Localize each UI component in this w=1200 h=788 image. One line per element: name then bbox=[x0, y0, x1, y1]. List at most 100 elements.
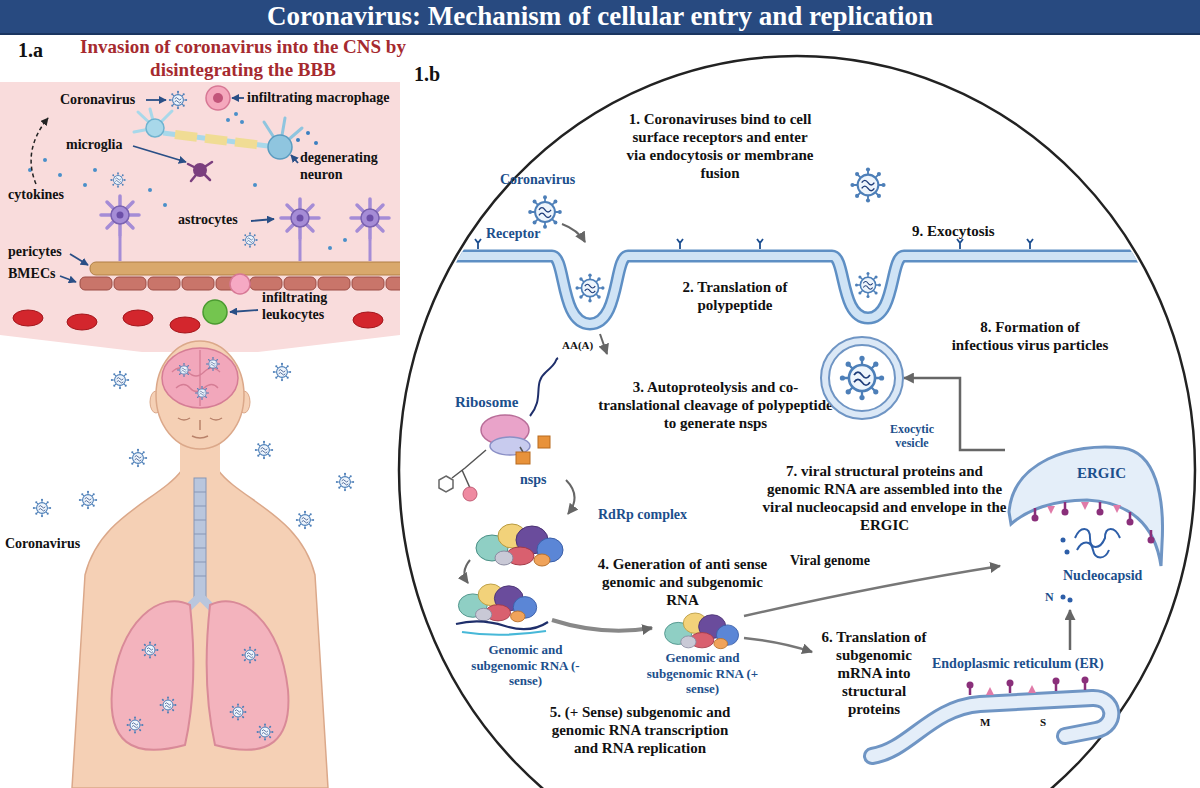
cell-label: BMECs bbox=[8, 266, 55, 283]
brain-scene-part-part bbox=[328, 246, 332, 250]
human-figure-part bbox=[142, 642, 159, 659]
replication-panel-part bbox=[840, 356, 884, 400]
human-figure-part bbox=[255, 441, 273, 459]
brain-scene-part-part bbox=[114, 277, 146, 290]
replication-panel-part bbox=[530, 358, 558, 416]
brain-scene-part-part bbox=[351, 199, 389, 239]
brain-scene-part-part bbox=[296, 138, 300, 142]
brain-scene-part-part bbox=[352, 277, 384, 290]
node-shape-part bbox=[1082, 677, 1089, 684]
human-figure-part bbox=[195, 386, 209, 400]
virus-label: Coronavirus bbox=[500, 172, 575, 189]
brain-scene-part-part bbox=[234, 112, 238, 116]
brain-scene-part bbox=[230, 310, 258, 312]
human-figure-part bbox=[33, 499, 51, 517]
brain-scene-part-part bbox=[93, 168, 97, 172]
brain-scene-part-part bbox=[83, 183, 87, 187]
human-figure-part bbox=[194, 492, 206, 576]
brain-scene-part-part bbox=[169, 91, 187, 109]
human-figure-part bbox=[129, 449, 147, 467]
arrow-label: Viral genome bbox=[790, 553, 870, 570]
brain-scene-part-part bbox=[175, 135, 257, 145]
node-shape-part bbox=[872, 698, 1111, 756]
human-figure-part bbox=[79, 491, 97, 509]
human-figure-part bbox=[111, 371, 129, 389]
replication-panel-part-part bbox=[380, 256, 1200, 324]
brain-scene-part-part bbox=[343, 238, 347, 242]
replication-panel-part bbox=[575, 273, 604, 302]
brain-scene-part-part bbox=[80, 277, 112, 290]
node-shape-part bbox=[1062, 509, 1069, 516]
compartment-label: Endoplasmic reticulum (ER) bbox=[932, 656, 1104, 673]
human-figure-part bbox=[160, 697, 177, 714]
vesicle-node: Exocytic vesicle bbox=[820, 336, 904, 420]
brain-scene-part-part bbox=[242, 232, 257, 247]
human-figure-part bbox=[206, 357, 220, 371]
replication-panel-part bbox=[475, 239, 1033, 249]
replication-panel-part bbox=[399, 56, 1195, 788]
step-text: 1. Coronaviruses bind to cell surface re… bbox=[625, 110, 815, 182]
ergic-node: ERGICNucleocapsidN bbox=[1005, 440, 1165, 610]
node-shape-part bbox=[1068, 598, 1073, 603]
virus-label: Coronavirus bbox=[5, 536, 80, 553]
protein-letter: S bbox=[1040, 716, 1046, 729]
receptor-label: Receptor bbox=[486, 226, 540, 243]
er-node: Endoplasmic reticulum (ER)MS bbox=[860, 650, 1120, 765]
step-text: 3. Autoproteolysis and co-translational … bbox=[598, 378, 833, 432]
brain-scene-part-part bbox=[268, 135, 292, 159]
brain-scene-part-part bbox=[148, 277, 180, 290]
brain-scene-part-part bbox=[253, 183, 257, 187]
replication-panel-part bbox=[476, 524, 563, 566]
node-shape-part bbox=[1075, 529, 1120, 558]
replication-panel-part-part bbox=[380, 256, 1200, 324]
node-shape-part bbox=[1007, 680, 1014, 687]
replication-panel-part bbox=[538, 436, 550, 448]
brain-scene-part bbox=[70, 254, 88, 265]
node-shape-part bbox=[1061, 538, 1066, 543]
node-shape-part bbox=[1148, 537, 1155, 544]
flow-arrow bbox=[1069, 610, 1072, 650]
brain-scene-part-part bbox=[163, 203, 167, 207]
node-shape-part bbox=[1061, 595, 1066, 600]
cell-label: cytokines bbox=[8, 187, 64, 204]
brain-scene-part-part bbox=[182, 277, 214, 290]
node-shape-part bbox=[1047, 506, 1055, 514]
brain-scene-part-part bbox=[281, 199, 319, 239]
human-figure-part bbox=[273, 363, 291, 381]
node-shape-part bbox=[1032, 515, 1039, 522]
brain-scene-part-part bbox=[123, 310, 153, 326]
panel-number: 1.a bbox=[18, 38, 43, 62]
brain-scene-part-part bbox=[226, 118, 230, 122]
human-figure-part bbox=[156, 341, 244, 449]
brain-scene bbox=[0, 82, 418, 352]
panel-number: 1.b bbox=[414, 62, 440, 86]
compartment-label: ERGIC bbox=[1077, 464, 1126, 482]
title-band: Coronavirus: Mechanism of cellular entry… bbox=[0, 0, 1200, 35]
brain-scene-part-part bbox=[306, 131, 310, 135]
cell-label: Coronavirus bbox=[60, 92, 135, 109]
vesicle-label: Exocytic vesicle bbox=[878, 422, 946, 451]
cell-label: pericytes bbox=[8, 244, 62, 261]
brain-scene-part bbox=[291, 155, 298, 163]
step-text: 2. Translation of polypeptide bbox=[660, 278, 810, 314]
node-shape-part bbox=[970, 683, 1085, 695]
brain-scene-part bbox=[232, 97, 244, 99]
node-shape-part bbox=[1081, 502, 1089, 510]
brain-scene-part bbox=[13, 86, 400, 333]
human-figure-part bbox=[336, 473, 354, 491]
brain-scene-part-part bbox=[230, 274, 250, 294]
step-text: 8. Formation of infectious virus particl… bbox=[950, 318, 1110, 354]
brain-scene-part-part bbox=[110, 172, 125, 187]
human-figure-part bbox=[207, 601, 289, 750]
replication-panel-part bbox=[458, 584, 536, 622]
replication-panel bbox=[380, 56, 1200, 788]
replication-panel-part bbox=[452, 447, 523, 488]
brain-scene-part bbox=[133, 146, 186, 162]
node-shape-part bbox=[1009, 447, 1163, 566]
human-figure-part bbox=[162, 348, 238, 408]
ribosome-label: Ribosome bbox=[455, 393, 518, 411]
human-figure-part bbox=[177, 363, 191, 377]
node-shape-part bbox=[1113, 505, 1121, 513]
replication-panel-part bbox=[855, 272, 881, 298]
